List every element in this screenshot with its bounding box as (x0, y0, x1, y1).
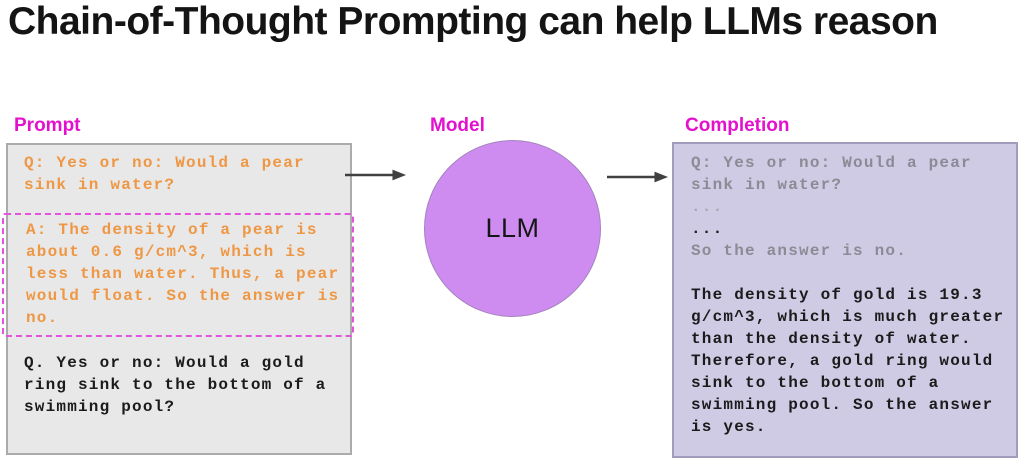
prompt-question-1: Q: Yes or no: Would a pear sink in water… (24, 154, 305, 194)
completion-echoed-answer: So the answer is no. (691, 242, 908, 260)
slide-title: Chain-of-Thought Prompting can help LLMs… (8, 0, 938, 43)
llm-circle-label: LLM (485, 213, 540, 243)
chain-of-thought-highlight-box: A: The density of a pear is about 0.6 g/… (2, 213, 354, 337)
completion-box: Q: Yes or no: Would a pear sink in water… (672, 142, 1018, 458)
llm-model-circle: LLM (424, 140, 601, 317)
arrow-model-to-completion-icon (607, 171, 669, 183)
arrow-prompt-to-model-icon (345, 169, 407, 181)
completion-echoed-question: Q: Yes or no: Would a pear sink in water… (691, 154, 972, 194)
chain-of-thought-answer: A: The density of a pear is about 0.6 g/… (26, 221, 340, 327)
completion-section-label: Completion (685, 115, 790, 136)
completion-generated-answer: The density of gold is 19.3 g/cm^3, whic… (691, 286, 1005, 436)
prompt-box: Q: Yes or no: Would a pear sink in water… (2, 143, 354, 455)
model-section-label: Model (430, 115, 485, 136)
completion-ellipsis-dark: ... (691, 220, 724, 238)
completion-ellipsis-light: ... (691, 198, 724, 216)
prompt-section-label: Prompt (14, 115, 81, 136)
prompt-question-2: Q. Yes or no: Would a gold ring sink to … (24, 354, 327, 416)
